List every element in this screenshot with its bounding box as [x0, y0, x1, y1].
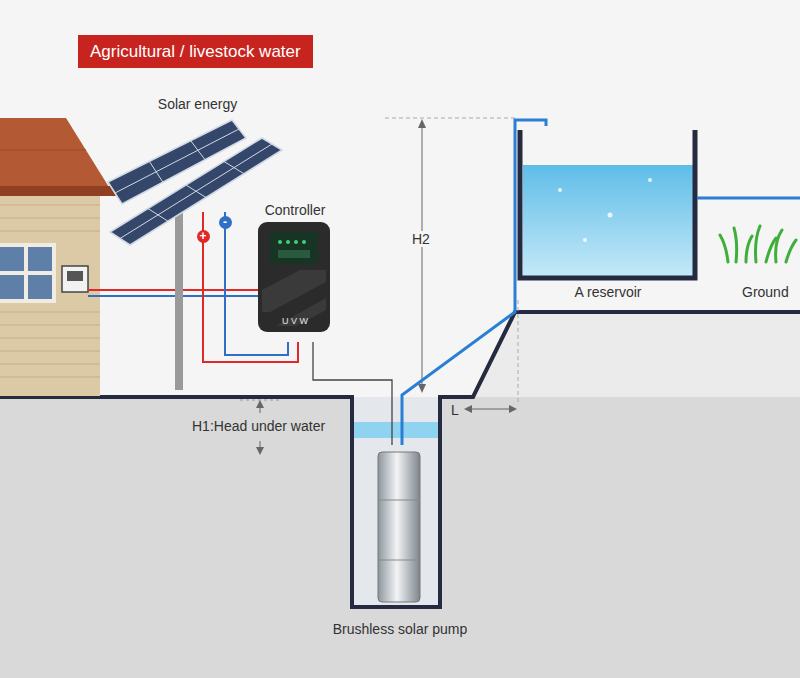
- controller-body-part: [258, 222, 330, 332]
- dimension-label: H1:Head under water: [190, 418, 327, 434]
- pump-body-part: [378, 500, 420, 501]
- reservoir-tank-part: [608, 213, 613, 218]
- house-part: [0, 150, 86, 151]
- ground-part: [473, 312, 800, 397]
- dimension-label: H2: [410, 231, 432, 247]
- house-part: [0, 192, 100, 396]
- dimension-lines-part: [422, 124, 423, 388]
- submersible-pump: Brushless solar pump: [322, 445, 478, 640]
- house-part: [0, 231, 100, 232]
- node-label: Brushless solar pump: [322, 621, 478, 638]
- ground-part: [0, 312, 800, 678]
- negative-wire: [225, 212, 288, 355]
- controller-body: [258, 222, 330, 332]
- reservoir-tank-part: [523, 165, 693, 276]
- grass: [720, 226, 796, 262]
- reservoir-tank-part: [697, 197, 800, 200]
- grass-part: [746, 236, 752, 262]
- grass-part: [720, 235, 728, 262]
- grass-part: [756, 226, 761, 262]
- negative-wire-line: [225, 212, 288, 355]
- dimension-lines: [240, 118, 518, 455]
- positive-wire: [203, 212, 298, 362]
- ground-part: [0, 312, 800, 607]
- house-part: [0, 205, 100, 206]
- dimension-lines-part: [418, 119, 426, 128]
- ground: [0, 312, 800, 678]
- house-part: [0, 351, 100, 352]
- ground-part: [354, 397, 438, 605]
- house-part: [0, 186, 116, 196]
- pump-body: [378, 452, 420, 602]
- node-label: Solar energy: [105, 96, 290, 113]
- house-part: [0, 338, 100, 339]
- dimension-lines-part: [418, 384, 426, 393]
- dimension-lines-part: [385, 118, 518, 119]
- polarity-mark: -: [219, 216, 232, 229]
- house-part: [0, 218, 100, 219]
- house-part: [0, 364, 100, 365]
- ground-label: Ground: [740, 284, 791, 300]
- grass-part: [734, 228, 737, 262]
- house-part: [0, 247, 24, 271]
- terminal-label: U V W: [253, 316, 337, 327]
- dimension-lines-part: [468, 409, 512, 410]
- house-part: [0, 377, 100, 378]
- house-part: [28, 247, 52, 271]
- house-part: [0, 118, 112, 192]
- controller-body-part: [278, 240, 282, 244]
- pump-body-part: [378, 560, 420, 561]
- polarity-mark: +: [197, 230, 210, 243]
- controller-body-part: [294, 240, 298, 244]
- pump-body-part: [378, 452, 420, 602]
- panel-pole-part: [175, 200, 183, 390]
- house-part: [0, 325, 100, 326]
- node-label: Controller: [253, 202, 337, 219]
- reservoir-tank: A reservoir: [516, 126, 700, 304]
- house-wires-part: [88, 289, 258, 291]
- house-part: [67, 271, 83, 281]
- controller-body-part: [278, 250, 310, 258]
- dimension-lines-part: [509, 405, 517, 413]
- house-wires: [88, 290, 258, 296]
- title-banner: Agricultural / livestock water: [78, 35, 313, 68]
- reservoir-tank-part: [583, 238, 587, 242]
- controller-box: Controller U V W: [253, 200, 337, 342]
- reservoir-tank: [520, 130, 800, 278]
- water-pipe: [402, 120, 546, 445]
- solar-panel-group: Solar energy: [105, 92, 290, 212]
- dimension-label: L: [449, 402, 461, 418]
- ground-part: [354, 422, 438, 438]
- house: [0, 118, 116, 396]
- house-part: [0, 312, 100, 313]
- dimension-lines-part: [518, 300, 519, 405]
- house-part: [0, 243, 56, 303]
- dimension-lines-part: [464, 405, 472, 413]
- reservoir-tank-part: [648, 178, 652, 182]
- house-part: [0, 275, 24, 299]
- panel-pole: [175, 200, 183, 390]
- controller-body-part: [302, 240, 306, 244]
- house-part: [28, 275, 52, 299]
- water-pipe-line: [402, 120, 546, 445]
- house-part: [62, 266, 88, 292]
- node-label: A reservoir: [516, 284, 700, 301]
- grass-part: [776, 230, 782, 262]
- dimension-lines-part: [256, 447, 264, 455]
- solar-panels: [108, 120, 282, 245]
- house-wires-part: [88, 295, 258, 297]
- dimension-lines-part: [256, 400, 264, 408]
- controller-body-part: [286, 240, 290, 244]
- reservoir-tank-part: [520, 130, 695, 278]
- grass-part: [786, 240, 796, 262]
- solar-panels-part: [110, 138, 282, 245]
- positive-wire-line: [203, 212, 298, 362]
- reservoir-tank-part: [558, 188, 562, 192]
- controller-body-part: [270, 232, 318, 264]
- solar-panels-part: [120, 144, 272, 239]
